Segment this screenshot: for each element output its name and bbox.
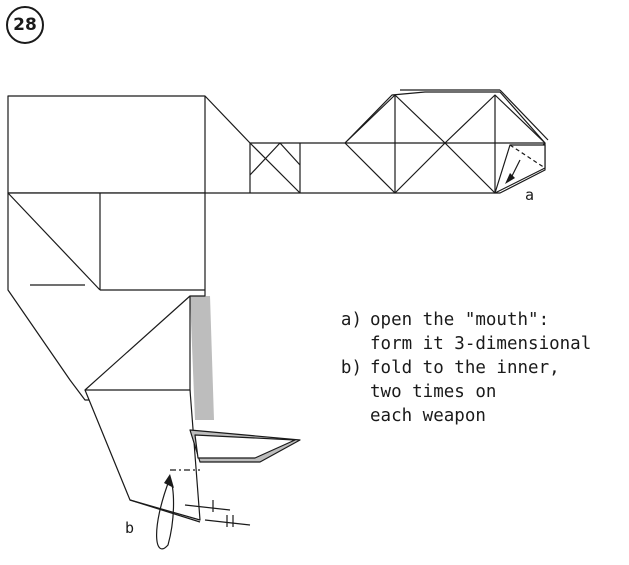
fold-arrowhead-b [164, 474, 174, 488]
instruction-line: open the "mouth": [370, 310, 550, 330]
instruction-line: fold to the inner, [370, 358, 560, 378]
weapon-edge [129, 499, 201, 523]
instructions: a) open the "mouth": form it 3-dimension… [330, 308, 625, 428]
instruction-letter: a) [340, 310, 362, 330]
lower-body [84, 389, 201, 521]
step-number: 28 [13, 15, 37, 35]
body-shadow [190, 296, 214, 420]
weapon-marker-line [184, 504, 231, 511]
step-number-badge: 28 [6, 6, 44, 44]
arm-diagonal [249, 142, 281, 176]
fold-arrow-b [156, 477, 175, 550]
instruction-line: two times on [370, 382, 497, 402]
arm-diagonal [249, 142, 301, 194]
arm-diagonal [279, 142, 301, 166]
instruction-letter: b) [340, 358, 362, 378]
instruction-b: b) fold to the inner, two times on each … [330, 356, 625, 428]
instruction-line: form it 3-dimensional [370, 334, 592, 354]
instruction-line: each weapon [370, 406, 486, 426]
instruction-a: a) open the "mouth": form it 3-dimension… [330, 308, 625, 356]
label-b: b [125, 519, 134, 537]
body-diagonal [84, 295, 191, 391]
label-a: a [525, 186, 534, 204]
head-top-edge [499, 89, 549, 141]
mouth-arrowhead [505, 173, 515, 184]
body-diagonal [7, 192, 101, 291]
weapon-right-face [194, 434, 296, 459]
